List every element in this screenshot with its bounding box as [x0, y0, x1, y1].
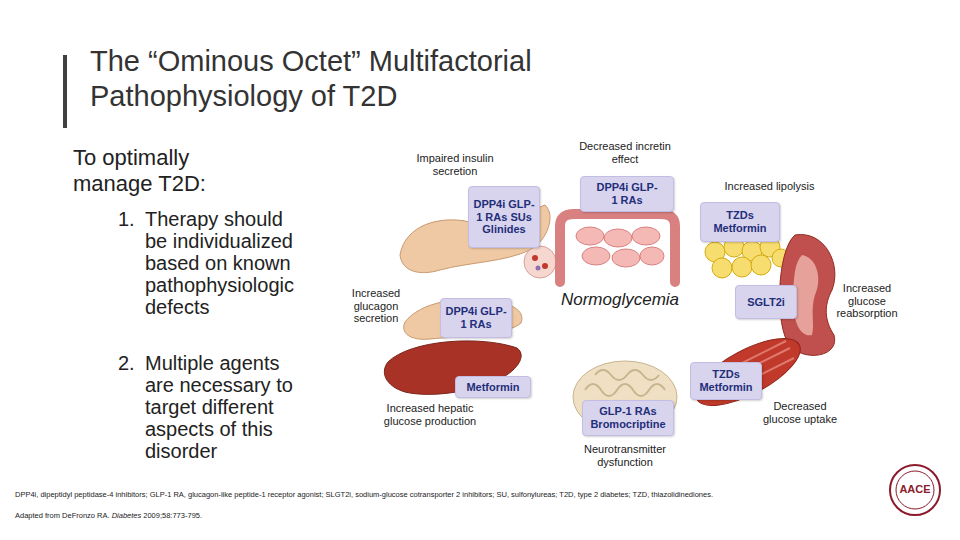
drug-box: TZDs Metformin	[690, 362, 762, 400]
islet-drawing	[524, 246, 556, 278]
islet-cell	[542, 263, 548, 269]
intestine-loop	[612, 249, 640, 267]
defect-label: Increased hepatic glucose production	[375, 402, 485, 427]
drug-box: Metformin	[455, 376, 531, 398]
defect-label: Increased glucagon secretion	[345, 287, 407, 325]
intestine-loop	[632, 227, 660, 245]
drug-list: Metformin	[466, 381, 519, 394]
citation-line: Adapted from DeFronzo RA.Diabetes2009;58…	[15, 511, 202, 520]
footnote: DPP4i, dipeptidyl peptidase-4 inhibitors…	[15, 490, 775, 499]
citation-text: Adapted from DeFronzo RA.	[15, 511, 110, 520]
drug-list: GLP-1 RAs Bromocriptine	[586, 405, 670, 430]
islet-cell	[536, 266, 541, 271]
defect-label: Increased lipolysis	[712, 180, 827, 193]
intestine-loop	[640, 247, 664, 265]
bullet-text: Multiple agents are necessary to target …	[145, 352, 297, 462]
defect-label: Neurotransmitter dysfunction	[570, 443, 680, 468]
liver-drawing	[384, 341, 521, 394]
drug-list: SGLT2i	[747, 296, 785, 309]
defect-label: Impaired insulin secretion	[405, 152, 505, 177]
drug-box: GLP-1 RAs Bromocriptine	[582, 400, 674, 436]
defect-label: Increased glucose reabsorption	[826, 282, 908, 320]
citation-text: 2009;58:773-795.	[143, 511, 202, 520]
bullet-text: To optimally manage T2D:	[73, 145, 248, 198]
bullet-text: 1.	[118, 208, 142, 230]
intestine-loop	[604, 229, 632, 247]
intestine-loop	[582, 247, 610, 265]
intestine-loop	[576, 227, 604, 245]
defect-label: Decreased glucose uptake	[755, 400, 845, 425]
title-bar	[63, 55, 67, 128]
fat-drawing	[705, 237, 790, 278]
islet-cell	[532, 255, 538, 261]
logo-text: AACE	[893, 483, 937, 496]
citation-text: Diabetes	[112, 511, 142, 520]
bullet-text: 2.	[118, 352, 142, 374]
drug-list: DPP4i GLP-1 RAs SUs Glinides	[473, 198, 535, 236]
defect-label: Decreased incretin effect	[575, 140, 675, 165]
drug-list: DPP4i GLP-1 RAs	[596, 181, 658, 206]
drug-box: SGLT2i	[735, 285, 797, 319]
pancreas-drawing	[404, 299, 522, 339]
slide-title: The “Ominous Octet” Multifactorial Patho…	[90, 44, 710, 115]
colon-drawing	[560, 214, 675, 282]
bullet-text: Therapy should be individualized based o…	[145, 208, 297, 318]
drug-list: TZDs Metformin	[709, 209, 771, 234]
drug-list: TZDs Metformin	[695, 368, 757, 393]
drug-box: TZDs Metformin	[700, 202, 780, 242]
drug-list: DPP4i GLP-1 RAs	[445, 305, 507, 330]
drug-box: DPP4i GLP-1 RAs	[440, 298, 512, 338]
logo-seal	[890, 465, 940, 515]
center-label: Normoglycemia	[540, 290, 700, 310]
brain-gyri	[585, 370, 665, 396]
drug-box: DPP4i GLP-1 RAs SUs Glinides	[468, 186, 540, 248]
drug-box: DPP4i GLP-1 RAs	[580, 176, 674, 212]
